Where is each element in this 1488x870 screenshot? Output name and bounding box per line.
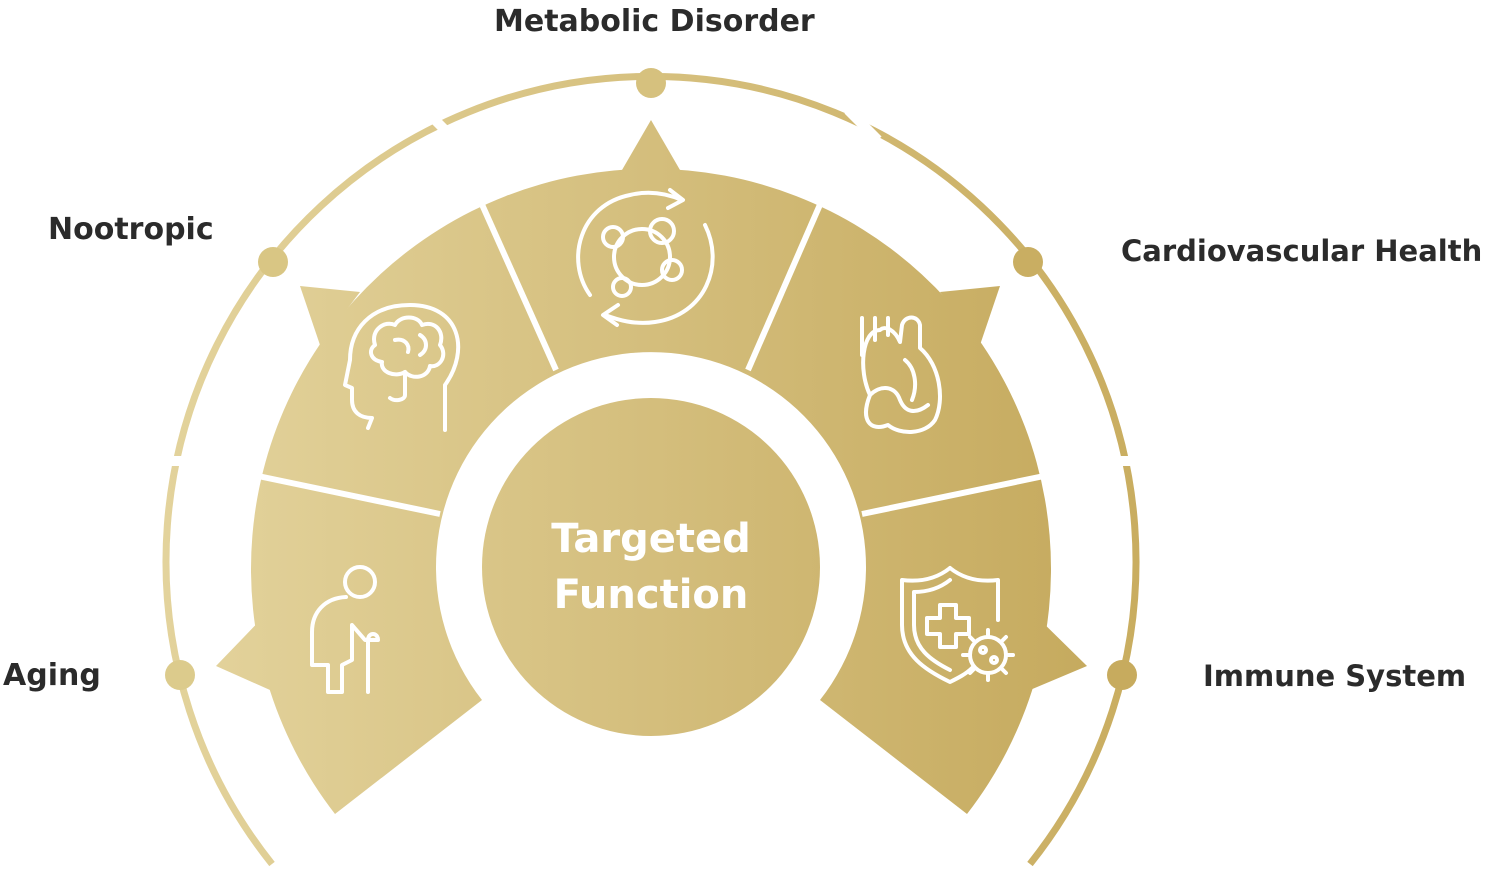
center-title-line1: Targeted <box>551 516 751 562</box>
immune-shield-icon <box>900 566 1015 684</box>
segment-divider <box>861 473 1045 517</box>
heart-organ-icon <box>860 315 942 434</box>
metabolism-cycle-icon <box>576 188 715 327</box>
pointer-immune <box>1030 610 1087 690</box>
segment-divider <box>745 198 825 372</box>
pointer-metabolic <box>622 120 680 170</box>
label-aging: Aging <box>3 658 101 693</box>
segment-divider <box>257 473 441 517</box>
label-cardiovascular-health: Cardiovascular Health <box>1121 234 1483 268</box>
label-immune-system: Immune System <box>1203 659 1467 693</box>
marker-dot-immune <box>1107 660 1137 690</box>
marker-dot-cardio <box>1013 247 1043 277</box>
label-metabolic-disorder: Metabolic Disorder <box>494 4 815 39</box>
pointer-aging <box>216 610 270 690</box>
marker-dot-metabolic <box>636 68 666 98</box>
segment-ring <box>216 120 1087 815</box>
marker-dot-aging <box>165 660 195 690</box>
pointer-nootropic <box>300 286 360 345</box>
elderly-person-icon <box>310 565 380 694</box>
marker-dot-nootropic <box>258 247 288 277</box>
segment-divider <box>477 198 559 372</box>
center-circle <box>482 398 820 736</box>
label-nootropic: Nootropic <box>48 212 214 247</box>
center-title-line2: Function <box>553 572 749 618</box>
center-title: Targeted Function <box>482 398 820 736</box>
brain-head-icon <box>343 303 461 432</box>
pointer-cardio <box>940 286 1000 345</box>
arc-gap <box>844 106 882 144</box>
arc-gap <box>421 106 459 144</box>
